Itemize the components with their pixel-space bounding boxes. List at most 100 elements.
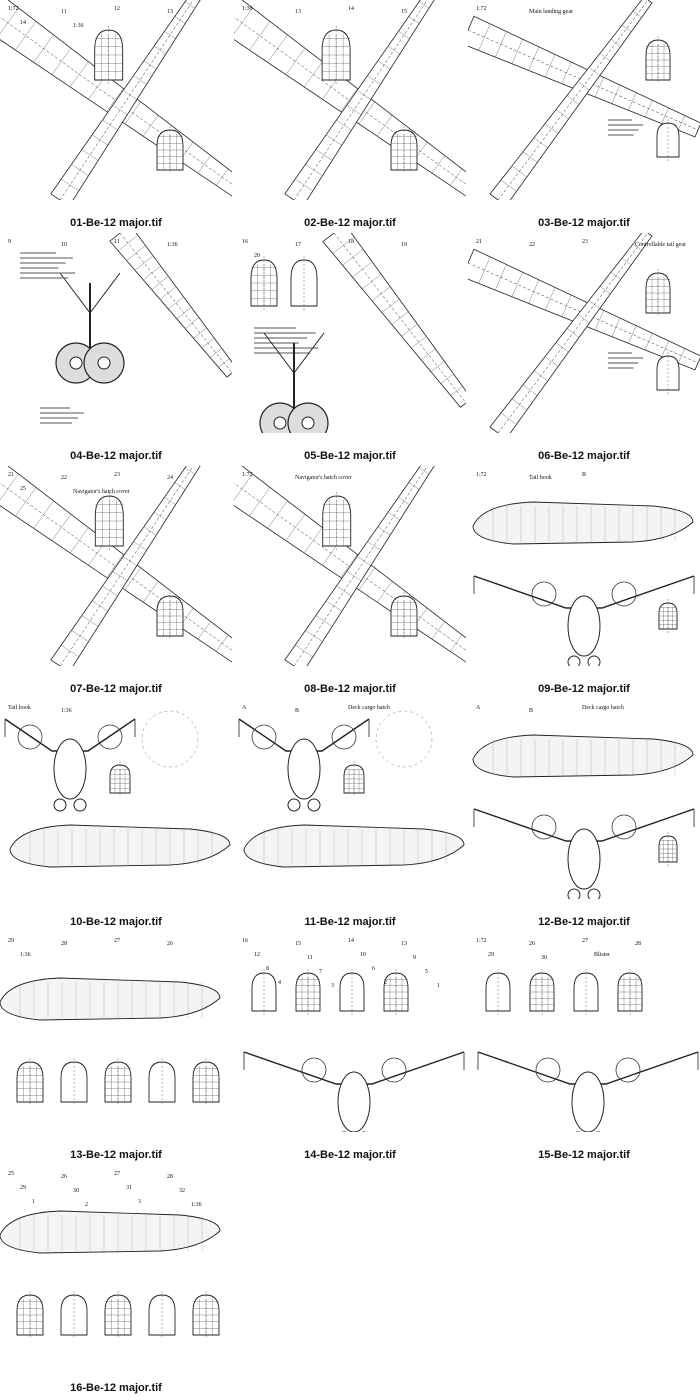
drawing-label: 1:72 <box>476 6 487 12</box>
drawing-label: 26 <box>167 941 173 947</box>
drawing-label: 13 <box>295 9 301 15</box>
thumbnail-caption[interactable]: 10-Be-12 major.tif <box>70 916 162 928</box>
drawing-label: 16 <box>242 239 248 245</box>
thumbnail-caption[interactable]: 08-Be-12 major.tif <box>304 683 396 695</box>
drawing-label: 22 <box>61 475 67 481</box>
drawing-label: 2 <box>85 1202 88 1208</box>
drawing-label: 10 <box>61 242 67 248</box>
thumbnail-caption[interactable]: 05-Be-12 major.tif <box>304 450 396 462</box>
thumbnail-caption[interactable]: 14-Be-12 major.tif <box>304 1149 396 1161</box>
drawing-label: 1:36 <box>167 242 178 248</box>
drawing-label: B <box>529 708 533 714</box>
drawing-label: 26 <box>61 1174 67 1180</box>
drawing-label: Tail hook <box>8 705 31 711</box>
thumbnail-caption[interactable]: 15-Be-12 major.tif <box>538 1149 630 1161</box>
drawing-label: 19 <box>401 242 407 248</box>
drawing-label: 21 <box>8 472 14 478</box>
drawing-label: B <box>295 708 299 714</box>
drawing-label: 21 <box>476 239 482 245</box>
drawing-label: 30 <box>73 1188 79 1194</box>
drawing-label: 17 <box>295 242 301 248</box>
technical-drawing: 9 10 11 1:36 <box>0 233 232 433</box>
thumbnail-image[interactable]: 9 10 11 1:36 <box>0 233 232 433</box>
drawing-label: 12 <box>254 952 260 958</box>
thumbnail-caption[interactable]: 16-Be-12 major.tif <box>70 1382 162 1394</box>
drawing-label: 5 <box>425 969 428 975</box>
drawing-label: 1 <box>437 983 440 989</box>
drawing-label: 3 <box>138 1199 141 1205</box>
drawing-label: 27 <box>114 938 120 944</box>
drawing-label: 9 <box>8 239 11 245</box>
drawing-label: 1:36 <box>242 6 253 12</box>
drawing-label: 11 <box>114 239 120 245</box>
drawing-label: Main landing gear <box>529 9 573 15</box>
drawing-label: 8 <box>266 966 269 972</box>
drawing-label: Deck cargo hatch <box>348 705 390 711</box>
thumbnail-caption[interactable]: 04-Be-12 major.tif <box>70 450 162 462</box>
drawing-label: 25 <box>20 486 26 492</box>
drawing-label: 9 <box>413 955 416 961</box>
drawing-label: 26 <box>529 941 535 947</box>
drawing-label: 23 <box>114 472 120 478</box>
drawing-label: 22 <box>529 242 535 248</box>
thumbnail-image[interactable]: Tail hook 1:36 <box>0 699 232 899</box>
drawing-label: 25 <box>8 1171 14 1177</box>
thumbnail-caption[interactable]: 01-Be-12 major.tif <box>70 217 162 229</box>
drawing-label: 4 <box>278 980 281 986</box>
thumbnail-caption[interactable]: 13-Be-12 major.tif <box>70 1149 162 1161</box>
drawing-label: 27 <box>582 938 588 944</box>
drawing-label: 14 <box>348 6 354 12</box>
thumbnail-caption[interactable]: 06-Be-12 major.tif <box>538 450 630 462</box>
drawing-label: Deck cargo hatch <box>582 705 624 711</box>
drawing-label: Navigator's hatch cover <box>295 475 352 481</box>
thumbnail-caption[interactable]: 02-Be-12 major.tif <box>304 217 396 229</box>
drawing-label: Controllable tail gear <box>635 242 686 248</box>
drawing-label: 1:36 <box>73 23 84 29</box>
drawing-label: 29 <box>8 938 14 944</box>
drawing-label: 28 <box>167 1174 173 1180</box>
thumbnail-caption[interactable]: 09-Be-12 major.tif <box>538 683 630 695</box>
drawing-label: 18 <box>348 239 354 245</box>
drawing-label: 1:36 <box>61 708 72 714</box>
drawing-label: 1:72 <box>476 472 487 478</box>
drawing-label: 1:72 <box>8 6 19 12</box>
drawing-label: 14 <box>348 938 354 944</box>
drawing-label: Navigator's hatch cover <box>73 489 130 495</box>
thumbnail-caption[interactable]: 11-Be-12 major.tif <box>304 916 396 928</box>
thumbnail-caption[interactable]: 12-Be-12 major.tif <box>538 916 630 928</box>
drawing-label: 29 <box>488 952 494 958</box>
thumbnail-caption[interactable]: 03-Be-12 major.tif <box>538 217 630 229</box>
drawing-label: 11 <box>61 9 67 15</box>
drawing-label: 1:72 <box>476 938 487 944</box>
drawing-label: 13 <box>401 941 407 947</box>
drawing-label: 1:36 <box>191 1202 202 1208</box>
drawing-label: 32 <box>179 1188 185 1194</box>
thumbnail-caption[interactable]: 07-Be-12 major.tif <box>70 683 162 695</box>
drawing-label: 1 <box>32 1199 35 1205</box>
drawing-label: 24 <box>167 475 173 481</box>
